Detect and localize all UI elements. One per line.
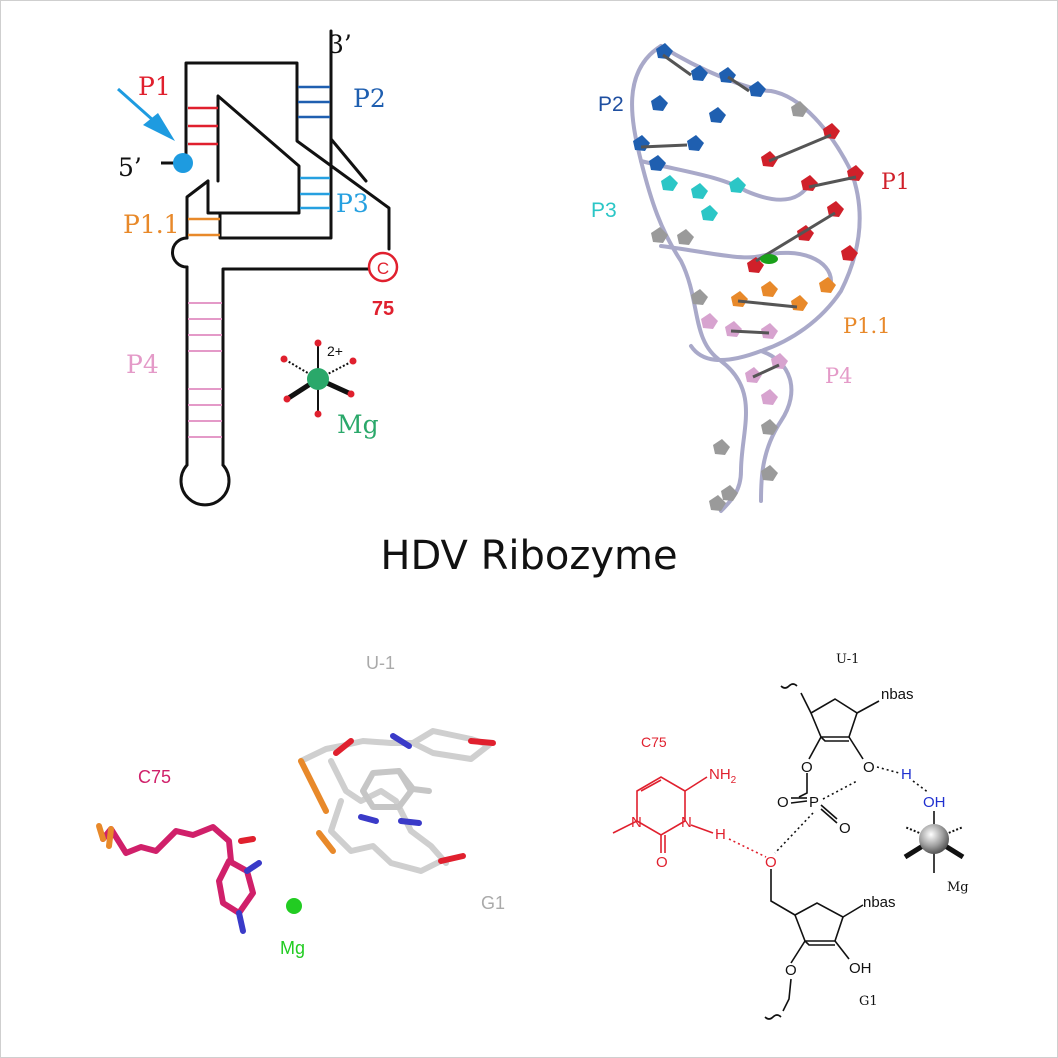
c75-n-left: N xyxy=(631,814,642,831)
p2-helix-nucleotides xyxy=(633,43,766,171)
backbone xyxy=(161,29,391,507)
cleavage-site-dot xyxy=(173,153,193,173)
secondary-structure-panel: C 75 P1 5’ 3’ P2 P3 P1.1 P4 2+ Mg xyxy=(117,29,399,507)
figure-title: HDV Ribozyme xyxy=(380,533,678,579)
phosphorus: P xyxy=(809,794,819,811)
c75-n-right: N xyxy=(681,814,692,831)
c75-cytosine xyxy=(612,776,714,853)
c75-letter: C xyxy=(377,259,389,278)
mech-label-g1: G1 xyxy=(859,994,878,1009)
p4-helix-nucleotides xyxy=(701,313,788,405)
p-oxygen-left: O xyxy=(777,794,789,811)
cleavage-site xyxy=(117,87,193,173)
mech-label-c75: C75 xyxy=(641,734,667,750)
nbas-bottom: nbas xyxy=(863,894,896,911)
active-site-panel: U-1 C75 G1 Mg xyxy=(96,653,505,958)
label-3d-p2: P2 xyxy=(598,93,624,116)
other-nucleotides xyxy=(651,101,808,511)
g1-o3: O xyxy=(785,962,797,979)
g1-sugar xyxy=(764,869,864,1020)
cleavage-arrow-icon xyxy=(143,113,175,141)
c75-number: 75 xyxy=(372,298,394,320)
label-p1: P1 xyxy=(138,72,171,101)
active-label-mg: Mg xyxy=(280,938,305,958)
active-label-c75: C75 xyxy=(138,767,171,787)
p1-1-helix-nucleotides xyxy=(731,277,836,311)
mg-ion-sphere xyxy=(286,898,302,914)
ribbon-backbone xyxy=(630,44,862,513)
label-p2: P2 xyxy=(353,84,386,113)
label-3d-p4: P4 xyxy=(825,364,853,388)
label-3d-p1-1: P1.1 xyxy=(843,314,891,338)
c75-circle xyxy=(367,251,399,283)
g1-o5-red: O xyxy=(765,854,777,871)
mech-label-u1: U-1 xyxy=(836,652,859,667)
label-p1-1: P1.1 xyxy=(123,210,180,239)
p4-pairs xyxy=(188,302,222,438)
h-left: H xyxy=(715,826,726,843)
c75-o: O xyxy=(656,854,668,871)
p-oxygen-right: O xyxy=(839,820,851,837)
mechanism-panel: N N O NH2 C75 H U-1 nbas O O H P xyxy=(612,652,969,1020)
nbas-top: nbas xyxy=(881,686,914,703)
mg-ion-dot xyxy=(307,368,329,390)
oh-mg: OH xyxy=(923,794,946,811)
label-3d-p3: P3 xyxy=(591,199,617,222)
p3-helix-nucleotides xyxy=(661,175,746,221)
strand-p1-left xyxy=(185,179,210,240)
p1-pairs xyxy=(188,106,218,146)
u1-sugar xyxy=(780,683,880,798)
bulge-left xyxy=(171,236,189,269)
label-three-prime: 3’ xyxy=(328,30,352,59)
label-3d-p1: P1 xyxy=(881,170,910,195)
h-right: H xyxy=(901,766,912,783)
strand-inner-p3 xyxy=(218,137,333,240)
p1-1-pairs xyxy=(188,217,220,237)
mech-label-mg: Mg xyxy=(947,880,969,895)
g-green-nucleotide xyxy=(760,254,778,264)
structure-3d-panel: P2 P3 P1 P1.1 P4 xyxy=(591,43,910,513)
c75-sticks xyxy=(96,823,262,934)
label-p4: P4 xyxy=(126,350,159,379)
p2-pairs xyxy=(298,85,330,119)
c75-nh2: NH2 xyxy=(709,766,737,786)
active-label-u1: U-1 xyxy=(366,653,395,673)
oh-bottom: OH xyxy=(849,960,872,977)
label-p3: P3 xyxy=(336,189,369,218)
mg-label: Mg xyxy=(337,410,379,439)
strand-3prime xyxy=(329,61,368,183)
mg-charge-label: 2+ xyxy=(327,343,343,359)
u1-o2: O xyxy=(863,759,875,776)
h-bond-red xyxy=(728,838,767,858)
p4-right xyxy=(221,267,371,467)
active-label-g1: G1 xyxy=(481,893,505,913)
base-sticks xyxy=(640,53,857,379)
p3-pairs xyxy=(300,176,330,210)
u1-o3: O xyxy=(801,759,813,776)
label-five-prime: 5’ xyxy=(118,153,142,182)
u1-g1-sticks xyxy=(298,728,496,874)
mg-sphere xyxy=(919,824,949,854)
p4-loop xyxy=(179,463,231,507)
strand-p1-3prime xyxy=(206,94,301,215)
mg-coordination-icon xyxy=(280,339,357,418)
